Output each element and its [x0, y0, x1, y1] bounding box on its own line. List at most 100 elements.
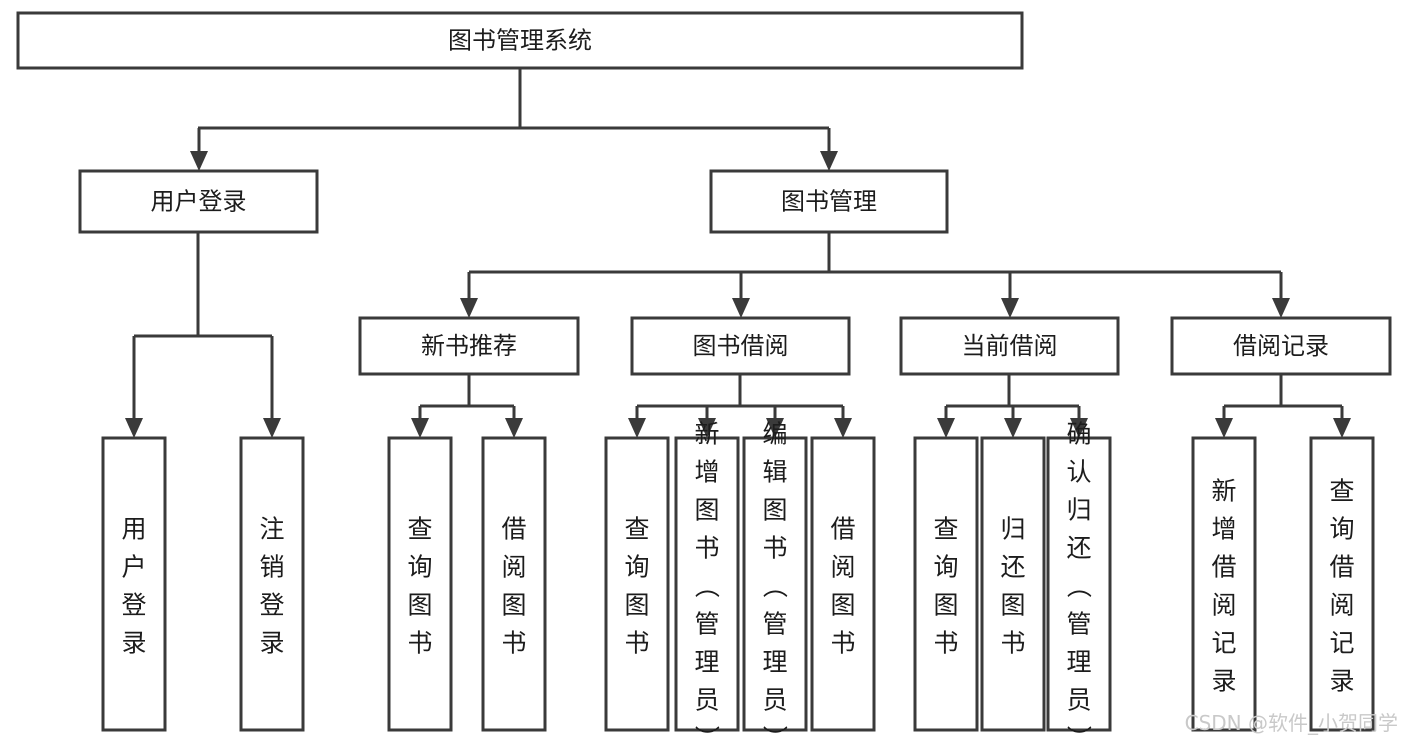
node-book-manage[interactable]: 图书管理 [709, 169, 949, 234]
svg-text:管: 管 [762, 610, 787, 639]
svg-text:图: 图 [933, 591, 958, 620]
node-box-leaf-return-book[interactable] [980, 436, 1046, 732]
node-box-leaf-add-record[interactable] [1191, 436, 1257, 732]
svg-text:增: 增 [694, 458, 719, 487]
svg-text:）: ） [1064, 725, 1093, 747]
svg-text:确: 确 [1066, 420, 1091, 449]
svg-text:书: 书 [1000, 629, 1025, 658]
node-book-borrow[interactable]: 图书借阅 [630, 316, 851, 376]
node-label-book-borrow: 图书借阅 [693, 332, 789, 360]
node-box-leaf-query-book-1[interactable] [387, 436, 453, 732]
node-current-borrow[interactable]: 当前借阅 [899, 316, 1120, 376]
svg-text:借: 借 [501, 515, 526, 544]
svg-text:（: （ [692, 573, 721, 598]
svg-text:）: ） [760, 725, 789, 747]
node-box-leaf-edit-book[interactable] [742, 436, 808, 732]
svg-text:查: 查 [1329, 477, 1354, 506]
svg-text:（: （ [760, 573, 789, 598]
node-box-leaf-borrow-book-2[interactable] [810, 436, 876, 732]
svg-text:查: 查 [624, 515, 649, 544]
svg-text:书: 书 [694, 534, 719, 563]
svg-text:图: 图 [407, 591, 432, 620]
node-box-leaf-user-login[interactable] [101, 436, 167, 732]
svg-text:借: 借 [1211, 553, 1236, 582]
svg-text:还: 还 [1066, 534, 1091, 563]
svg-text:录: 录 [259, 629, 284, 658]
node-new-book-recommend[interactable]: 新书推荐 [358, 316, 580, 376]
node-box-leaf-add-book[interactable] [674, 436, 740, 732]
node-label-user-login: 用户登录 [151, 188, 247, 216]
node-leaf-user-login[interactable]: 用户登录 [101, 436, 167, 732]
svg-text:员: 员 [694, 686, 719, 715]
svg-text:记: 记 [1211, 629, 1236, 658]
svg-text:书: 书 [830, 629, 855, 658]
svg-text:图: 图 [694, 496, 719, 525]
node-box-book-borrow[interactable] [630, 316, 851, 376]
svg-text:理: 理 [694, 648, 719, 677]
svg-text:询: 询 [407, 553, 432, 582]
svg-text:书: 书 [407, 629, 432, 658]
csdn-watermark: CSDN @软件_小贺同学 [1185, 711, 1398, 735]
svg-text:户: 户 [121, 553, 146, 582]
node-box-leaf-query-book-3[interactable] [913, 436, 979, 732]
node-label-book-manage: 图书管理 [781, 188, 877, 216]
svg-text:新: 新 [694, 420, 719, 449]
node-user-login[interactable]: 用户登录 [78, 169, 319, 234]
svg-text:图: 图 [1000, 591, 1025, 620]
node-box-leaf-borrow-book-1[interactable] [481, 436, 547, 732]
node-box-user-login[interactable] [78, 169, 319, 234]
svg-text:询: 询 [933, 553, 958, 582]
node-box-current-borrow[interactable] [899, 316, 1120, 376]
node-box-leaf-logout[interactable] [239, 436, 305, 732]
connector-book-manage-to-level3 [460, 232, 1290, 318]
node-borrow-record[interactable]: 借阅记录 [1170, 316, 1392, 376]
svg-text:图: 图 [624, 591, 649, 620]
node-label-root: 图书管理系统 [448, 27, 592, 55]
svg-text:管: 管 [1066, 610, 1091, 639]
svg-text:图: 图 [830, 591, 855, 620]
node-box-borrow-record[interactable] [1170, 316, 1392, 376]
svg-text:书: 书 [624, 629, 649, 658]
node-root[interactable]: 图书管理系统 [16, 11, 1024, 70]
node-box-leaf-query-record[interactable] [1309, 436, 1375, 732]
node-label-leaf-user-login: 用户登录 [121, 515, 146, 658]
svg-text:注: 注 [259, 515, 284, 544]
node-box-book-manage[interactable] [709, 169, 949, 234]
node-box-new-book-recommend[interactable] [358, 316, 580, 376]
svg-text:新: 新 [1211, 477, 1236, 506]
svg-text:询: 询 [1329, 515, 1354, 544]
svg-text:录: 录 [1211, 667, 1236, 696]
node-label-new-book-recommend: 新书推荐 [421, 332, 517, 360]
svg-text:阅: 阅 [830, 553, 855, 582]
node-box-root[interactable] [16, 11, 1024, 70]
node-box-leaf-confirm-return[interactable] [1046, 436, 1112, 732]
node-box-leaf-query-book-2[interactable] [604, 436, 670, 732]
svg-text:借: 借 [1329, 553, 1354, 582]
svg-text:询: 询 [624, 553, 649, 582]
svg-text:书: 书 [933, 629, 958, 658]
svg-text:阅: 阅 [1211, 591, 1236, 620]
connector-user-login-to-leaves [125, 232, 281, 438]
svg-text:还: 还 [1000, 553, 1025, 582]
svg-text:录: 录 [1329, 667, 1354, 696]
